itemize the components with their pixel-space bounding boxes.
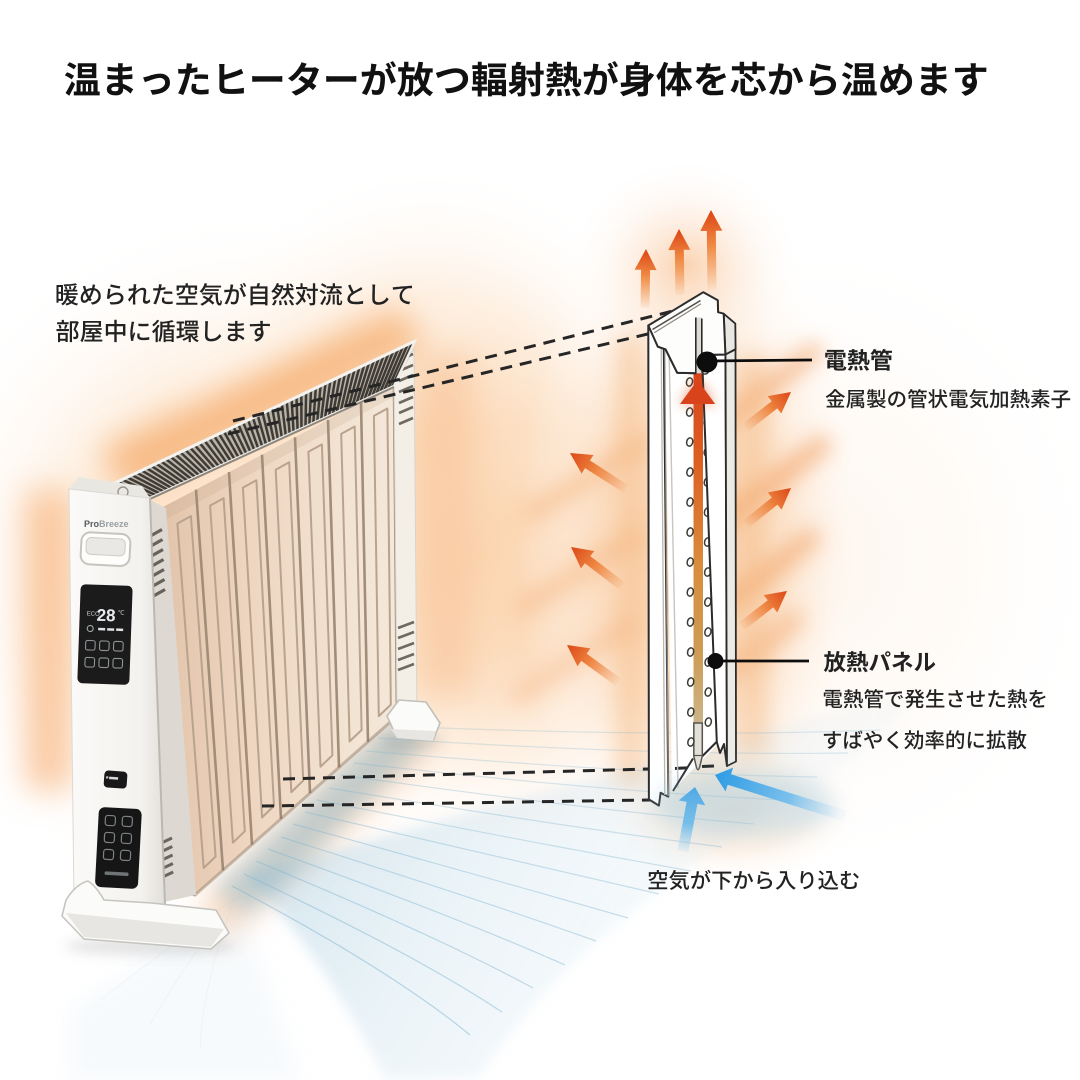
svg-text:ECO: ECO <box>87 611 101 617</box>
svg-text:ProBreeze: ProBreeze <box>84 519 129 529</box>
svg-text:℃: ℃ <box>118 610 125 616</box>
svg-text:28: 28 <box>96 606 116 626</box>
